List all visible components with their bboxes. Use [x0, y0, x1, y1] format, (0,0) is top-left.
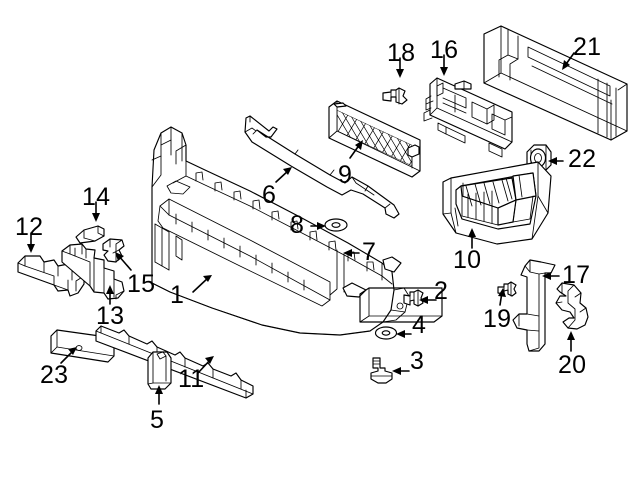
part-side-bracket-center: [61, 243, 125, 300]
callout-label-21[interactable]: 21: [573, 33, 602, 61]
callout-label-20[interactable]: 20: [558, 351, 587, 379]
part-vertical-support-bracket: [512, 259, 556, 352]
callout-label-12[interactable]: 12: [15, 213, 44, 241]
callout-label-7[interactable]: 7: [362, 238, 377, 266]
callout-label-13[interactable]: 13: [96, 302, 125, 330]
callout-label-3[interactable]: 3: [410, 347, 425, 375]
part-hex-flange-bolt: [370, 357, 393, 384]
callout-label-14[interactable]: 14: [82, 183, 111, 211]
part-energy-absorber-panel: [423, 77, 513, 158]
callout-label-15[interactable]: 15: [127, 270, 156, 298]
part-reinforcement-beam: [483, 25, 628, 141]
part-angled-corner-bracket: [555, 282, 589, 330]
callout-label-6[interactable]: 6: [262, 181, 277, 209]
part-push-pin-retainer: [382, 87, 408, 105]
callout-label-17[interactable]: 17: [562, 261, 591, 289]
part-bolt-stud: [403, 289, 424, 307]
callout-label-8[interactable]: 8: [290, 211, 305, 239]
callout-label-11[interactable]: 11: [178, 365, 205, 393]
callout-label-9[interactable]: 9: [338, 161, 353, 189]
part-upper-grille-mesh-insert: [328, 100, 421, 178]
part-washer-grommet-upper: [324, 218, 348, 232]
part-upper-bumper-trim-bar: [244, 115, 400, 219]
part-washer-grommet: [374, 326, 398, 340]
callout-label-22[interactable]: 22: [568, 145, 597, 173]
callout-label-1[interactable]: 1: [170, 281, 185, 309]
part-lower-grille-assembly: [442, 161, 552, 245]
callout-label-10[interactable]: 10: [453, 246, 482, 274]
callout-label-19[interactable]: 19: [483, 305, 512, 333]
part-front-bumper-cover: [151, 126, 443, 336]
callout-label-2[interactable]: 2: [434, 277, 449, 305]
part-bumper-spacer-block: [147, 351, 172, 390]
callout-label-16[interactable]: 16: [430, 36, 459, 64]
callout-label-18[interactable]: 18: [387, 39, 416, 67]
callout-label-5[interactable]: 5: [150, 406, 165, 434]
callout-label-23[interactable]: 23: [40, 361, 69, 389]
leader-lines: [27, 52, 575, 405]
part-small-clip-bracket: [75, 225, 105, 244]
callout-label-4[interactable]: 4: [412, 311, 427, 339]
part-lower-bumper-valance: [95, 325, 254, 399]
